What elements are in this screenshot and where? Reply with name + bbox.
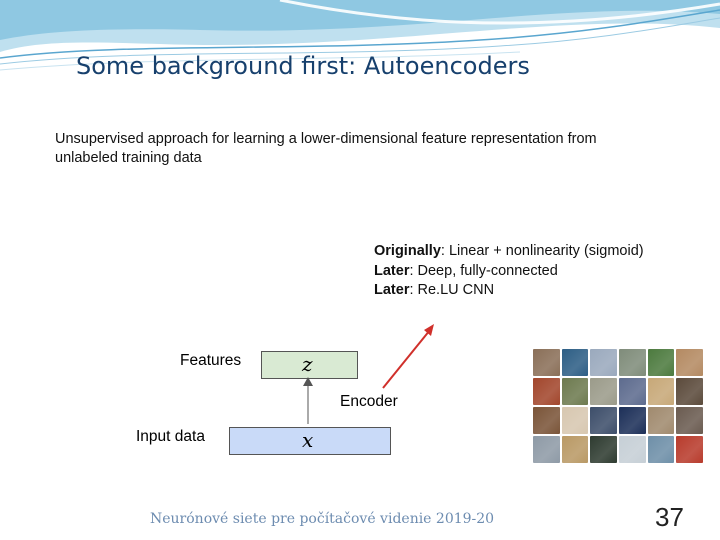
sample-image-thumbnail [676, 407, 703, 434]
notes-pointer-arrow [383, 330, 430, 388]
sample-image-thumbnail [619, 349, 646, 376]
sample-image-thumbnail [533, 349, 560, 376]
input-box: x [229, 427, 391, 455]
sample-image-thumbnail [562, 378, 589, 405]
sample-image-thumbnail [590, 349, 617, 376]
sample-image-thumbnail [562, 436, 589, 463]
sample-image-thumbnail [648, 349, 675, 376]
sample-image-thumbnail [562, 349, 589, 376]
x-symbol: x [302, 428, 313, 452]
sample-image-thumbnail [619, 436, 646, 463]
sample-image-thumbnail [676, 378, 703, 405]
sample-image-thumbnail [676, 436, 703, 463]
sample-image-thumbnail [619, 407, 646, 434]
sample-image-thumbnail [590, 378, 617, 405]
input-data-label: Input data [136, 428, 205, 446]
sample-image-thumbnail [648, 378, 675, 405]
encoder-label: Encoder [340, 393, 398, 411]
sample-image-thumbnail [648, 407, 675, 434]
footer-text: Neurónové siete pre počítačové videnie 2… [150, 511, 494, 527]
sample-image-thumbnail [590, 436, 617, 463]
sample-image-thumbnail [619, 378, 646, 405]
page-number: 37 [655, 502, 684, 533]
encoder-arrowhead [303, 377, 313, 386]
sample-image-thumbnail [590, 407, 617, 434]
sample-image-grid [533, 349, 703, 463]
sample-image-thumbnail [533, 378, 560, 405]
sample-image-thumbnail [562, 407, 589, 434]
sample-image-thumbnail [533, 436, 560, 463]
sample-image-thumbnail [676, 349, 703, 376]
sample-image-thumbnail [533, 407, 560, 434]
sample-image-thumbnail [648, 436, 675, 463]
